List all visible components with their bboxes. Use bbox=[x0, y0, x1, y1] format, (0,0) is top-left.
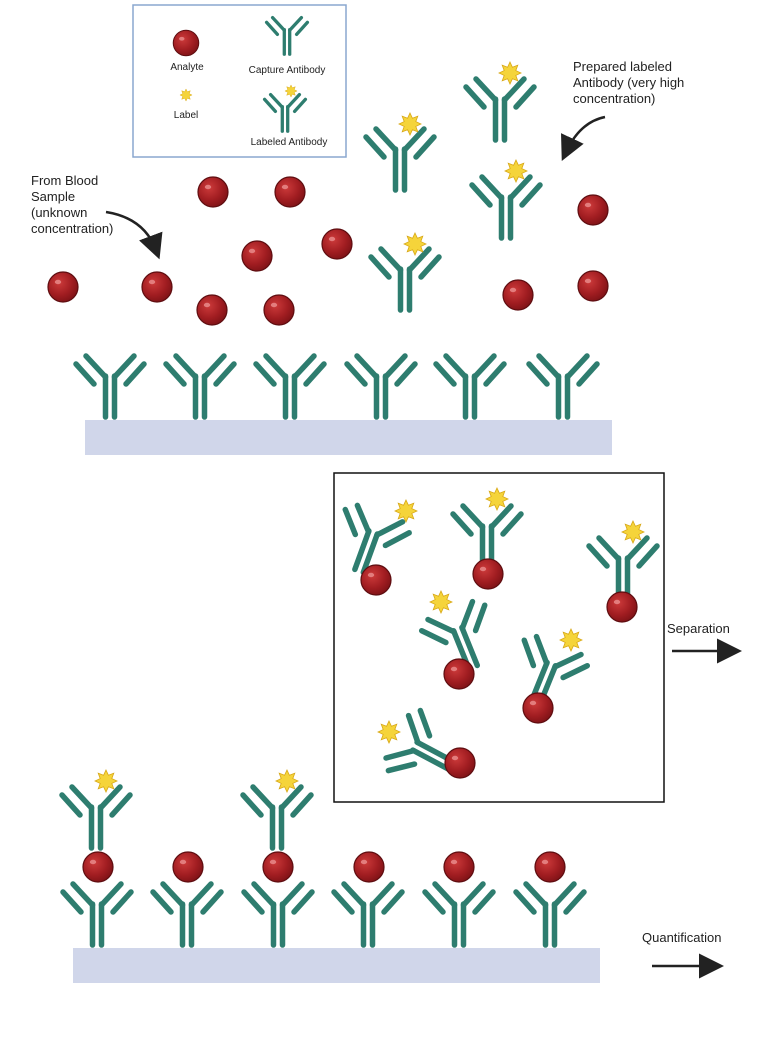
legend-label-label: Label bbox=[174, 110, 198, 121]
capture-antibody bbox=[256, 356, 324, 417]
analyte bbox=[534, 851, 566, 883]
label-star bbox=[485, 487, 509, 511]
capture-antibody bbox=[76, 356, 144, 417]
labeled-antibody bbox=[62, 787, 130, 848]
analyte bbox=[141, 271, 173, 303]
separation-label: Separation bbox=[667, 621, 730, 636]
legend-labeled-antibody-label: Labeled Antibody bbox=[251, 137, 328, 148]
analyte bbox=[472, 558, 504, 590]
blood-sample-line-2: Sample bbox=[31, 189, 75, 204]
bound-analytes bbox=[82, 851, 566, 883]
labeled-antibody bbox=[472, 177, 540, 238]
label-star bbox=[398, 112, 422, 136]
capture-antibody bbox=[425, 884, 493, 945]
labeled-antibody bbox=[366, 129, 434, 190]
bound-labeled-antibodies bbox=[62, 769, 311, 848]
unbound-complexes bbox=[327, 487, 657, 795]
top-plate bbox=[85, 420, 612, 455]
analyte bbox=[443, 658, 475, 690]
capture-antibody bbox=[436, 356, 504, 417]
analyte bbox=[82, 851, 114, 883]
labeled-antibody bbox=[453, 506, 521, 567]
free-labeled-antibodies bbox=[366, 61, 540, 310]
capture-antibody bbox=[334, 884, 402, 945]
analyte bbox=[321, 228, 353, 260]
analyte bbox=[577, 270, 609, 302]
analyte bbox=[444, 747, 476, 779]
separation-box bbox=[333, 472, 665, 803]
capture-antibody bbox=[347, 356, 415, 417]
prepared-antibody-line-3: concentration) bbox=[573, 91, 655, 106]
analyte bbox=[274, 176, 306, 208]
legend-label-star bbox=[179, 88, 193, 102]
capture-antibody bbox=[166, 356, 234, 417]
label-star bbox=[621, 520, 645, 544]
analyte bbox=[360, 564, 392, 596]
analyte bbox=[196, 294, 228, 326]
legend-labeled-antibody-star bbox=[284, 84, 298, 98]
label-star bbox=[275, 769, 299, 793]
analyte bbox=[172, 851, 204, 883]
blood-sample-annotation: From Blood Sample (unknown concentration… bbox=[31, 173, 113, 236]
capture-antibody bbox=[153, 884, 221, 945]
analyte bbox=[502, 279, 534, 311]
analyte bbox=[577, 194, 609, 226]
analyte bbox=[263, 294, 295, 326]
labeled-antibody bbox=[371, 249, 439, 310]
label-star bbox=[394, 499, 418, 523]
label-star bbox=[403, 232, 427, 256]
top-capture-antibodies bbox=[76, 356, 597, 417]
capture-antibody bbox=[244, 884, 312, 945]
bottom-plate bbox=[73, 948, 600, 983]
prepared-antibody-line-1: Prepared labeled bbox=[573, 59, 672, 74]
prepared-antibody-line-2: Antibody (very high bbox=[573, 75, 684, 90]
prepared-antibody-arrow bbox=[561, 115, 606, 162]
blood-sample-line-4: concentration) bbox=[31, 221, 113, 236]
analyte bbox=[443, 851, 475, 883]
legend-analyte-label: Analyte bbox=[170, 62, 204, 73]
labeled-antibody bbox=[466, 79, 534, 140]
legend-capture-antibody-label: Capture Antibody bbox=[249, 65, 326, 76]
analyte bbox=[353, 851, 385, 883]
analyte bbox=[197, 176, 229, 208]
label-star bbox=[377, 720, 401, 744]
legend-box bbox=[132, 4, 347, 158]
label-star bbox=[504, 159, 528, 183]
labeled-antibody bbox=[589, 538, 657, 599]
bottom-capture-antibodies bbox=[63, 884, 584, 945]
analyte bbox=[47, 271, 79, 303]
labeled-antibody bbox=[243, 787, 311, 848]
analyte bbox=[241, 240, 273, 272]
quantification-label: Quantification bbox=[642, 930, 722, 945]
label-star bbox=[94, 769, 118, 793]
blood-sample-line-3: (unknown bbox=[31, 205, 87, 220]
legend-labeled-antibody-icon bbox=[262, 92, 308, 133]
capture-antibody bbox=[63, 884, 131, 945]
label-star bbox=[498, 61, 522, 85]
legend-capture-antibody-icon bbox=[264, 15, 310, 56]
analyte bbox=[606, 591, 638, 623]
prepared-antibody-annotation: Prepared labeled Antibody (very high con… bbox=[573, 59, 688, 106]
legend-analyte-ball bbox=[172, 29, 200, 57]
capture-antibody bbox=[516, 884, 584, 945]
blood-sample-arrow bbox=[105, 210, 163, 260]
label-star bbox=[429, 590, 453, 614]
analyte bbox=[522, 692, 554, 724]
blood-sample-line-1: From Blood bbox=[31, 173, 98, 188]
analyte bbox=[262, 851, 294, 883]
capture-antibody bbox=[529, 356, 597, 417]
label-star bbox=[559, 628, 583, 652]
